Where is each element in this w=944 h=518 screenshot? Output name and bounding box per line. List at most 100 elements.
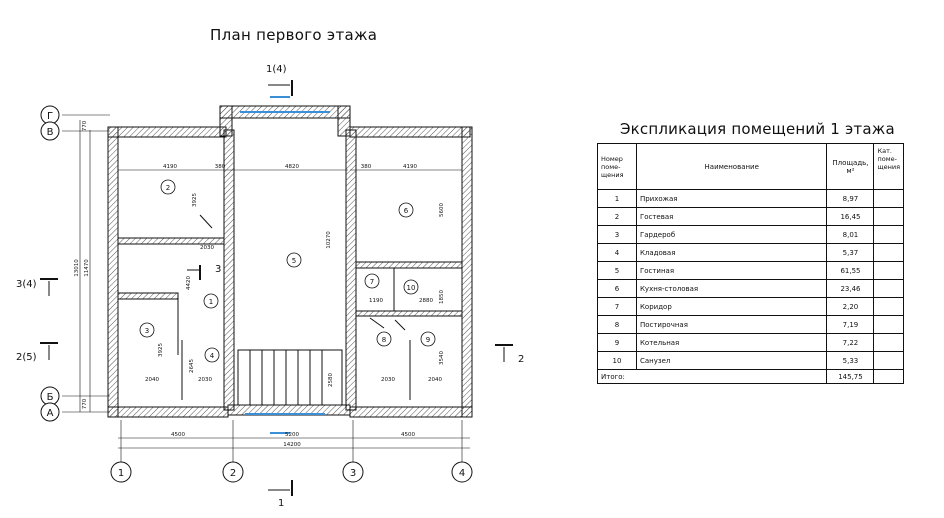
room-number-5: 5 — [292, 257, 296, 265]
room-number-1: 1 — [209, 298, 213, 306]
axis-bubbles — [40, 105, 473, 483]
row-number: 3 — [597, 225, 637, 244]
dim-bottom-2: 5200 — [285, 432, 299, 438]
row-name: Гардероб — [635, 225, 828, 244]
row-category — [873, 297, 904, 316]
total-label: Итого: — [596, 369, 828, 384]
row-number: 5 — [597, 261, 637, 280]
row-area: 8,97 — [826, 189, 875, 208]
axis-label-g: Г — [47, 111, 53, 122]
row-category — [873, 243, 904, 262]
dim-int-8: 10270 — [326, 231, 332, 249]
room-number-3: 3 — [145, 327, 149, 335]
row-category — [873, 279, 904, 298]
room-number-6: 6 — [404, 207, 409, 215]
row-name: Кухня-столовая — [635, 279, 828, 298]
dim-left-1: 770 — [82, 120, 88, 131]
axis-label-4: 4 — [459, 468, 465, 479]
room-number-7: 7 — [370, 278, 374, 286]
dim-top-5: 4190 — [403, 164, 417, 170]
grid-lines — [62, 114, 470, 462]
dim-int-6: 2040 — [145, 377, 159, 383]
row-number: 4 — [597, 243, 637, 262]
table-row: 1 Прихожая 8,97 — [597, 189, 904, 208]
dim-top-3: 4820 — [285, 164, 299, 170]
dim-int-5: 2645 — [189, 359, 195, 373]
windows — [240, 96, 330, 434]
row-area: 2,20 — [826, 297, 875, 316]
row-category — [873, 207, 904, 226]
dim-left-2: 770 — [82, 398, 88, 409]
row-name: Прихожая — [635, 189, 828, 208]
axis-label-v: В — [47, 127, 54, 138]
row-number: 1 — [597, 189, 637, 208]
explication-header-row: Номер поме- щения Наименование Площадь, … — [597, 143, 904, 190]
dim-left-4: 13010 — [74, 259, 80, 277]
row-number: 7 — [597, 297, 637, 316]
dim-bottom-total: 14200 — [283, 442, 301, 448]
dim-int-1: 3925 — [192, 193, 198, 207]
table-row: 2 Гостевая 16,45 — [597, 207, 904, 226]
dim-int-4: 3925 — [158, 343, 164, 357]
dim-int-12: 2880 — [419, 298, 433, 304]
row-name: Кладовая — [635, 243, 828, 262]
row-area: 7,22 — [826, 333, 875, 352]
row-name: Гостиная — [635, 261, 828, 280]
total-category — [873, 369, 904, 384]
floor-plan: Г В Б А 1 2 3 4 1(4) 1 — [16, 64, 524, 509]
dim-top-2: 380 — [215, 164, 226, 170]
section-arrows — [48, 84, 505, 491]
axis-label-b: Б — [47, 392, 54, 403]
row-name: Постирочная — [635, 315, 828, 334]
row-area: 16,45 — [826, 207, 875, 226]
table-row: 5 Гостиная 61,55 — [597, 261, 904, 280]
row-number: 10 — [597, 351, 637, 370]
room-number-8: 8 — [382, 336, 386, 344]
dim-int-3: 4420 — [186, 276, 192, 290]
table-row: 3 Гардероб 8,01 — [597, 225, 904, 244]
dim-int-2: 2030 — [200, 245, 214, 251]
explication-title: Экспликация помещений 1 этажа — [620, 120, 895, 138]
table-row: 7 Коридор 2,20 — [597, 297, 904, 316]
dim-int-15: 2030 — [381, 377, 395, 383]
dim-int-10: 5600 — [439, 203, 445, 217]
table-row: 6 Кухня-столовая 23,46 — [597, 279, 904, 298]
room-markers — [139, 179, 436, 363]
dim-int-16: 2040 — [428, 377, 442, 383]
section-mark-bottom: 1 — [278, 498, 284, 509]
section-mark-left-upper: 3(4) — [16, 279, 37, 290]
room-number-4: 4 — [210, 352, 215, 360]
dim-int-9: 2580 — [328, 373, 334, 387]
row-name: Котельная — [635, 333, 828, 352]
total-row: Итого: 145,75 — [596, 369, 904, 384]
row-area: 5,37 — [826, 243, 875, 262]
dim-top-4: 380 — [361, 164, 372, 170]
section-mark-inner: 3 — [215, 264, 221, 275]
section-mark-top: 1(4) — [266, 64, 287, 75]
row-area: 5,33 — [826, 351, 875, 370]
room-number-10: 10 — [407, 284, 416, 292]
room-number-2: 2 — [166, 184, 170, 192]
row-area: 7,19 — [826, 315, 875, 334]
section-mark-right: 2 — [518, 354, 524, 365]
dim-int-13: 1850 — [439, 290, 445, 304]
section-marks — [40, 80, 513, 496]
row-name: Санузел — [635, 351, 828, 370]
header-name: Наименование — [635, 143, 828, 190]
axis-label-2: 2 — [230, 468, 236, 479]
row-category — [873, 315, 904, 334]
row-category — [873, 189, 904, 208]
row-area: 61,55 — [826, 261, 875, 280]
row-category — [873, 333, 904, 352]
plan-title: План первого этажа — [210, 26, 378, 44]
row-name: Гостевая — [635, 207, 828, 226]
row-number: 8 — [597, 315, 637, 334]
dim-int-11: 1190 — [369, 298, 383, 304]
header-category: Кат. поме- щения — [873, 143, 904, 190]
table-row: 4 Кладовая 5,37 — [597, 243, 904, 262]
dim-top-1: 4190 — [163, 164, 177, 170]
axis-label-a: А — [47, 408, 54, 419]
row-number: 2 — [597, 207, 637, 226]
row-area: 8,01 — [826, 225, 875, 244]
